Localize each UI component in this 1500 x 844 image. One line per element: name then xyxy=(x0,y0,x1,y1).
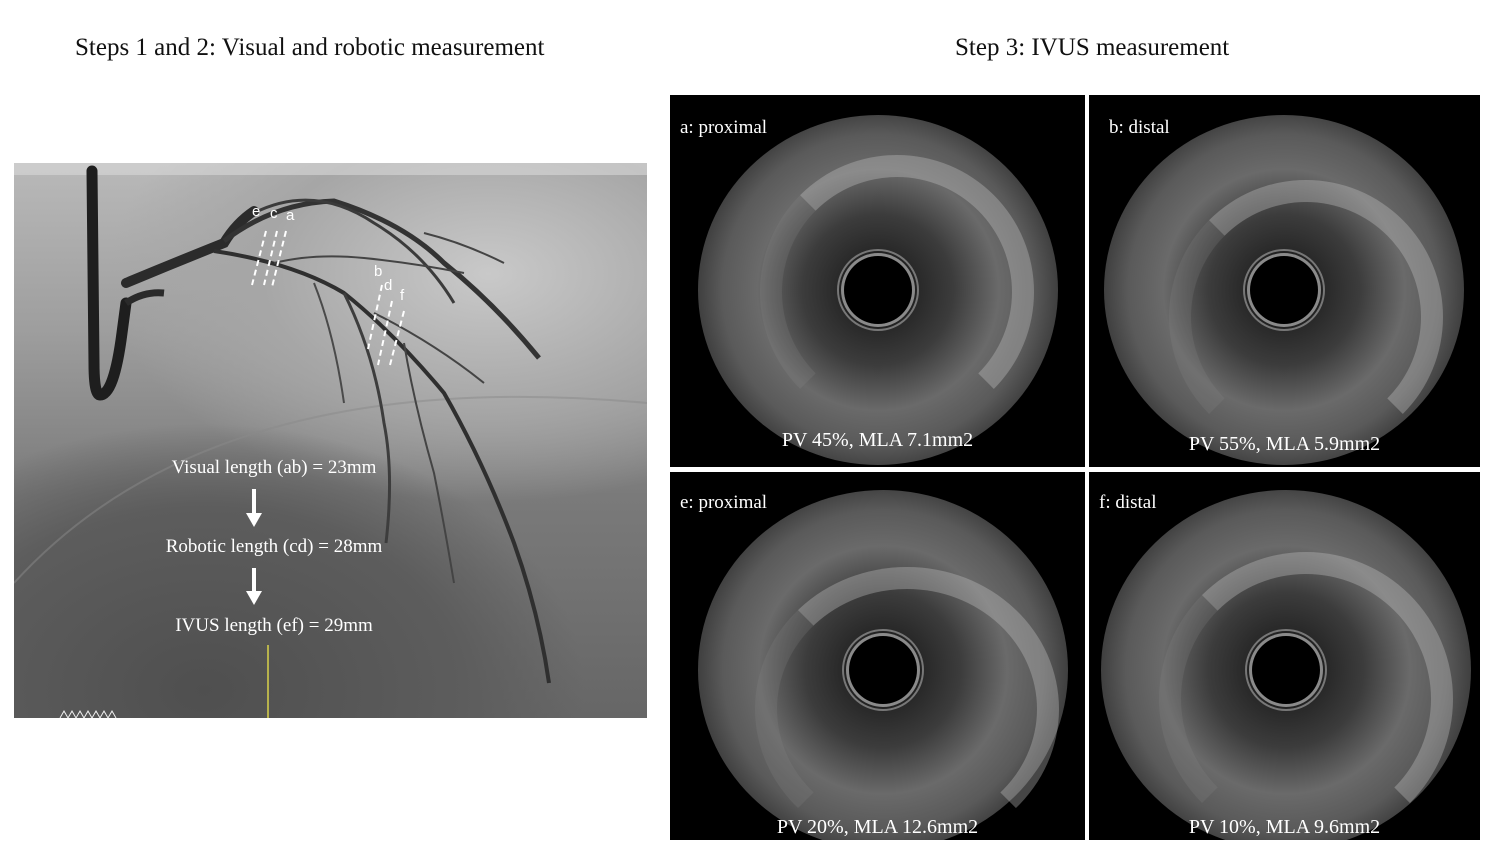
ivus-caption-e: PV 20%, MLA 12.6mm2 xyxy=(776,816,979,838)
ivus-panel-a: a: proximal PV 45%, MLA 7.1mm2 xyxy=(670,95,1085,467)
ivus-panel-b: b: distal PV 55%, MLA 5.9mm2 xyxy=(1089,95,1480,467)
visual-length-label: Visual length (ab) = 23mm xyxy=(171,457,377,478)
segment-letter-c: c xyxy=(270,205,278,222)
angiogram-vessels xyxy=(14,163,647,718)
flow-arrows xyxy=(246,489,262,605)
robotic-length-label: Robotic length (cd) = 28mm xyxy=(165,536,383,557)
ivus-panel-e: e: proximal PV 20%, MLA 12.6mm2 xyxy=(670,472,1085,840)
left-main-vessel xyxy=(121,206,259,288)
ivus-title-e: e: proximal xyxy=(680,492,768,513)
catheter xyxy=(86,165,132,401)
lad-vessel xyxy=(213,249,551,684)
segment-letter-f: f xyxy=(400,287,405,304)
segment-letter-a: a xyxy=(286,207,295,224)
ivus-caption-b: PV 55%, MLA 5.9mm2 xyxy=(1188,433,1381,455)
ivus-title-b: b: distal xyxy=(1109,117,1170,138)
step-3-heading: Step 3: IVUS measurement xyxy=(955,34,1230,61)
segment-letter-e: e xyxy=(252,203,261,220)
ivus-panel-f: f: distal PV 10%, MLA 9.6mm2 xyxy=(1089,472,1480,840)
angiogram-panel: e c a b d f Visual length (ab) = 23mm Ro… xyxy=(14,163,647,718)
segment-letter-b: b xyxy=(374,263,383,280)
measurement-markers xyxy=(251,230,405,366)
ivus-caption-f: PV 10%, MLA 9.6mm2 xyxy=(1188,816,1381,838)
segment-letter-d: d xyxy=(384,277,393,294)
steps-1-2-heading: Steps 1 and 2: Visual and robotic measur… xyxy=(75,34,545,61)
ivus-length-label: IVUS length (ef) = 29mm xyxy=(175,615,373,636)
ivus-title-f: f: distal xyxy=(1099,492,1157,513)
ivus-title-a: a: proximal xyxy=(680,117,768,138)
ivus-caption-a: PV 45%, MLA 7.1mm2 xyxy=(781,429,974,451)
